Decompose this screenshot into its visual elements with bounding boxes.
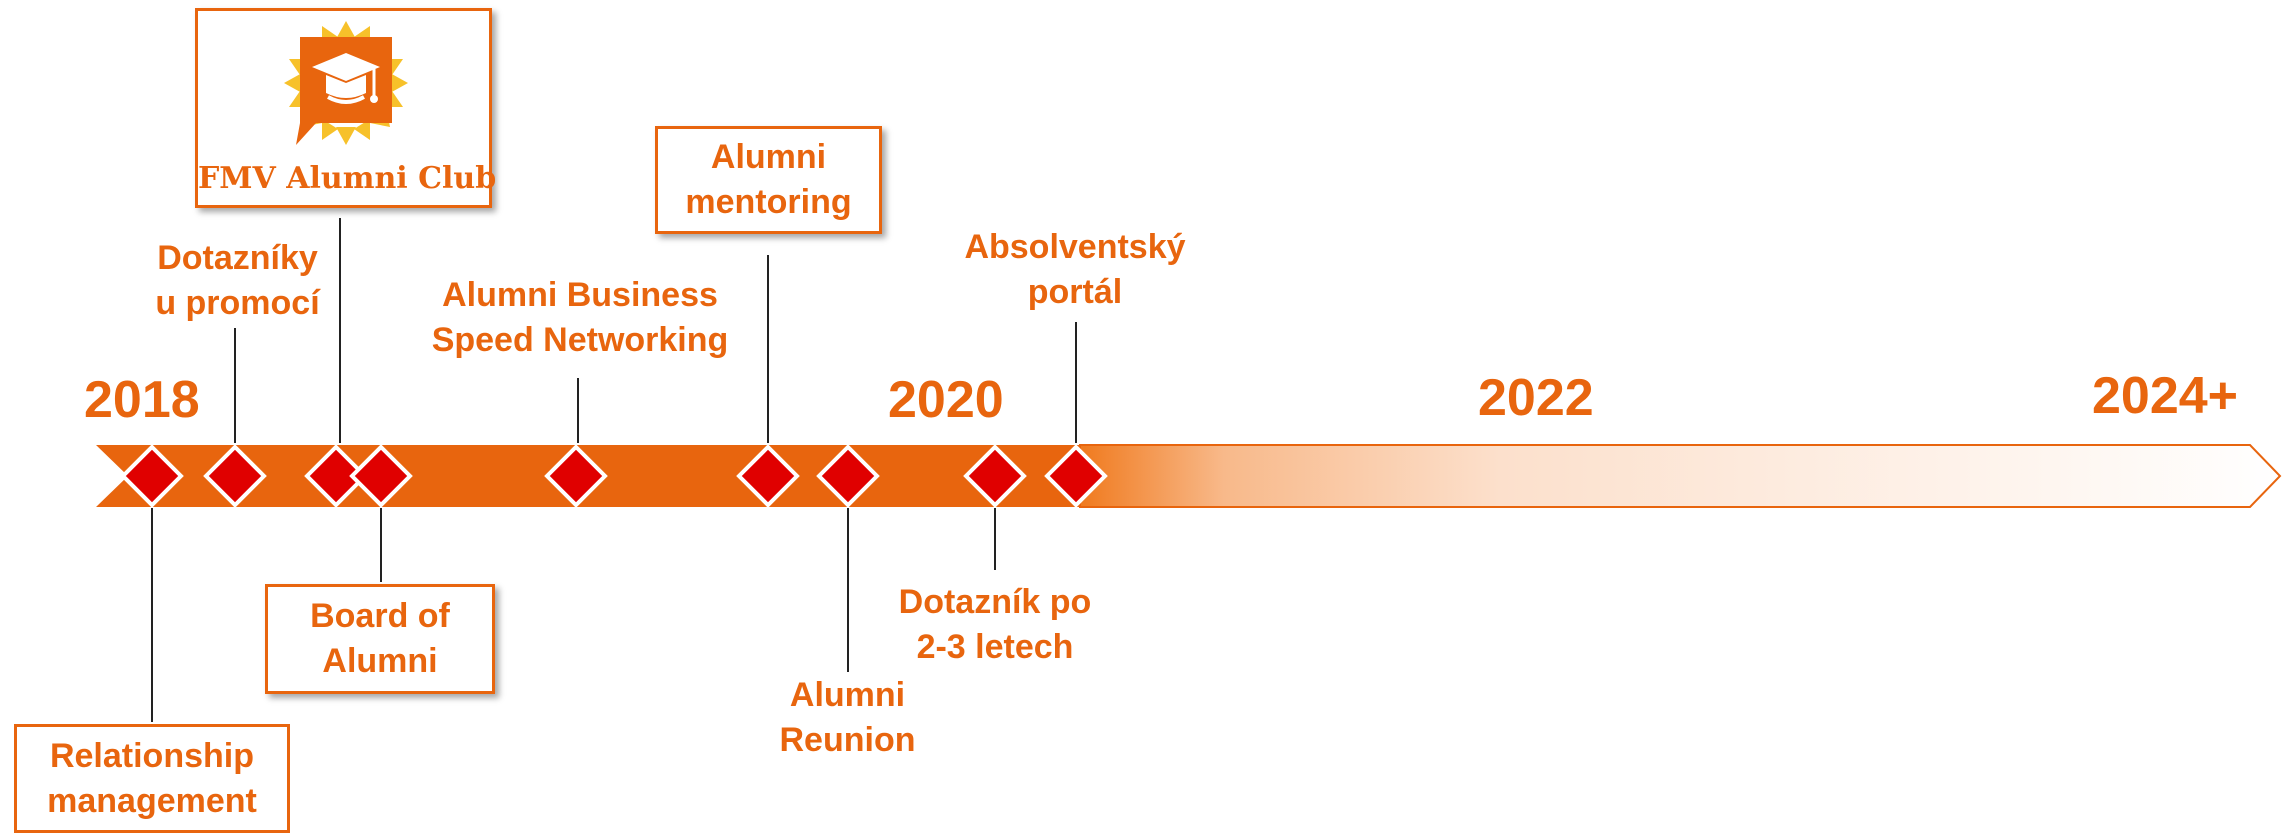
milestone-dotaznik-po-label: Dotazník po 2-3 letech: [875, 580, 1115, 670]
milestone-marker[interactable]: [304, 444, 368, 508]
connector-lines: [151, 218, 1077, 722]
milestone-board-text: Board of Alumni: [310, 597, 450, 680]
milestone-business-networking-text: Alumni Business Speed Networking: [431, 276, 729, 359]
fmv-alumni-club-logo: FMV Alumni Club: [195, 8, 497, 208]
timeline-arrow-faded: [1079, 444, 2282, 508]
milestone-marker[interactable]: [203, 444, 267, 508]
milestone-marker[interactable]: [1044, 444, 1108, 508]
milestone-relationship-text: Relationship management: [47, 736, 257, 820]
milestone-marker[interactable]: [816, 444, 880, 508]
milestone-reunion-label: Alumni Reunion: [740, 673, 955, 763]
year-label: 2020: [888, 371, 1004, 429]
milestone-mentoring-box: Alumni mentoring: [655, 126, 882, 234]
year-label: 2024+: [2092, 367, 2239, 425]
graduation-cap-icon: [284, 21, 408, 145]
milestone-dotazniky-text: Dotazníky u promocí: [155, 239, 320, 322]
milestone-board-box: Board of Alumni: [265, 584, 495, 694]
milestone-dotaznik-po-text: Dotazník po 2-3 letech: [898, 583, 1092, 666]
milestone-marker[interactable]: [544, 444, 608, 508]
milestone-marker[interactable]: [736, 444, 800, 508]
year-label: 2022: [1478, 369, 1594, 427]
milestone-marker[interactable]: [963, 444, 1027, 508]
milestone-mentoring-text: Alumni mentoring: [685, 138, 852, 221]
year-label: 2018: [84, 371, 200, 429]
logo-text: FMV Alumni Club: [198, 161, 497, 196]
milestone-relationship-box: Relationship management: [14, 724, 290, 833]
milestone-business-networking-label: Alumni Business Speed Networking: [410, 273, 750, 363]
milestone-portal-label: Absolventský portál: [950, 225, 1200, 315]
milestone-portal-text: Absolventský portál: [964, 228, 1186, 311]
milestone-marker[interactable]: [120, 444, 184, 508]
milestone-marker[interactable]: [349, 444, 413, 508]
milestone-reunion-text: Alumni Reunion: [779, 676, 916, 759]
milestone-markers: [120, 444, 1108, 508]
milestone-dotazniky-label: Dotazníky u promocí: [145, 236, 330, 326]
